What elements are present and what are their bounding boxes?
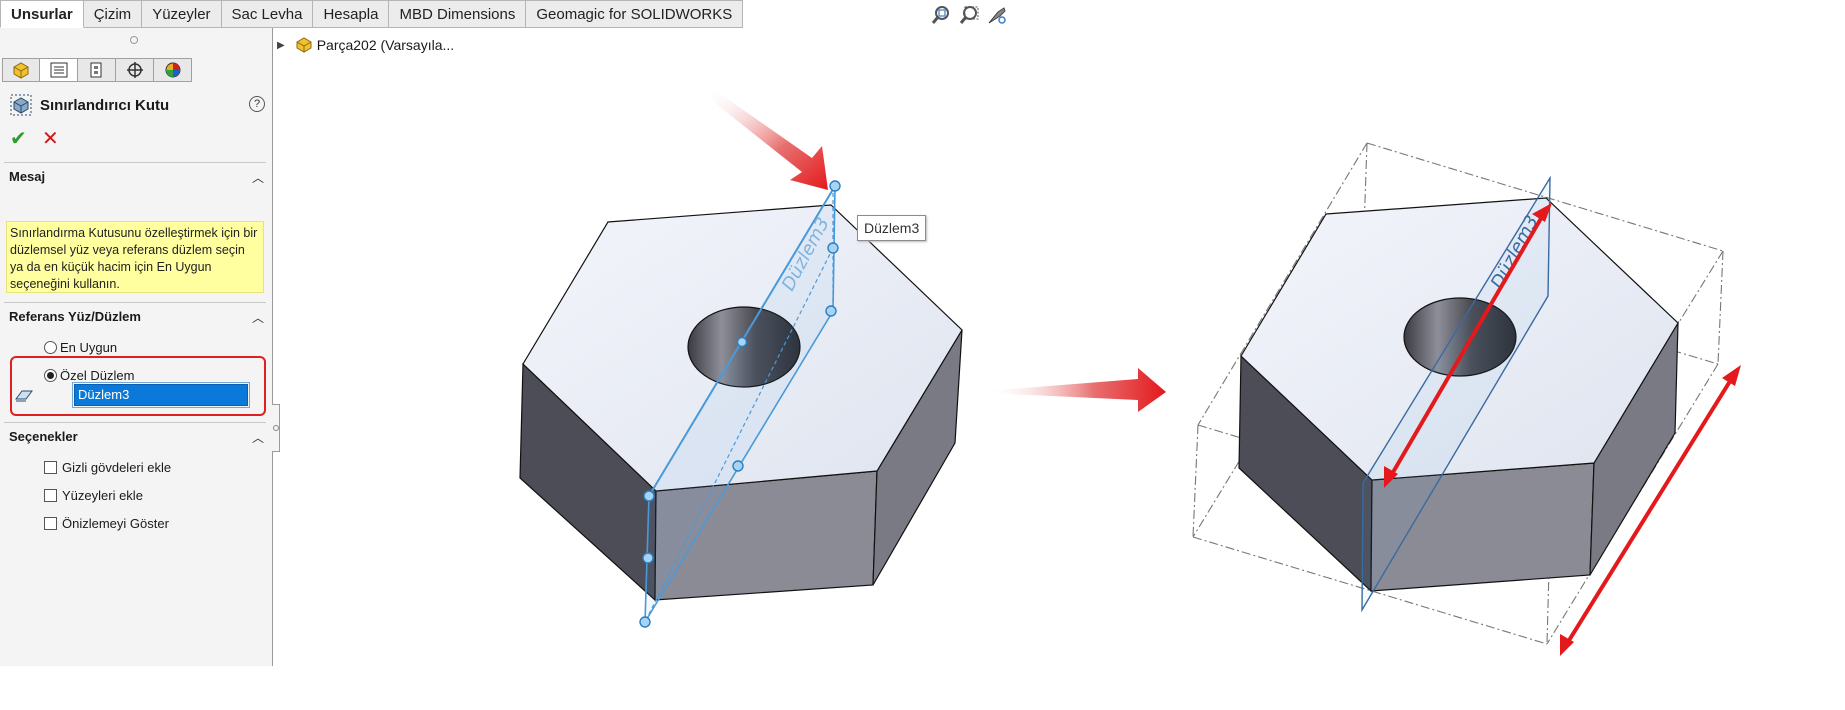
checkbox-preview[interactable] — [44, 517, 57, 530]
property-manager-tab[interactable] — [40, 58, 78, 82]
configuration-manager-icon — [90, 62, 101, 78]
feature-tree-root[interactable]: ▶ Parça202 (Varsayıla... — [277, 36, 454, 54]
radio-en-uygun[interactable] — [44, 341, 57, 354]
zoom-area-icon[interactable] — [958, 4, 980, 26]
part-icon — [296, 37, 312, 53]
checkbox-surfaces-row[interactable]: Yüzeyleri ekle — [44, 488, 143, 503]
options-section-title: Seçenekler — [9, 429, 78, 444]
tab-geomagic[interactable]: Geomagic for SOLIDWORKS — [526, 0, 744, 28]
red-pointer-arrow — [706, 88, 828, 190]
tab-mbd-dimensions[interactable]: MBD Dimensions — [389, 0, 527, 28]
message-section-title: Mesaj — [9, 169, 46, 184]
radio-en-uygun-label: En Uygun — [60, 340, 118, 355]
checkbox-surfaces[interactable] — [44, 489, 57, 502]
selected-plane-field[interactable]: Düzlem3 — [74, 384, 248, 406]
hex-nut-right[interactable] — [1238, 197, 1679, 593]
plane-tooltip: Düzlem3 — [857, 215, 927, 241]
dimxpert-manager-icon — [126, 62, 143, 78]
property-manager-icon — [50, 62, 67, 78]
feature-tree-item-label: Parça202 (Varsayıla... — [316, 37, 455, 53]
page-title: Sınırlandırıcı Kutu — [40, 97, 170, 114]
chevron-up-icon[interactable]: ︿ — [251, 311, 264, 325]
radio-ozel-duzlem-label: Özel Düzlem — [60, 368, 135, 383]
bounding-box-feature-icon — [10, 94, 32, 116]
zoom-to-fit-icon[interactable] — [930, 4, 952, 26]
reference-section-title: Referans Yüz/Düzlem — [9, 309, 141, 324]
cancel-button[interactable]: ✕ — [42, 128, 59, 150]
face-plane-selection-icon — [15, 390, 33, 402]
checkbox-hidden-bodies-label: Gizli gövdeleri ekle — [62, 460, 172, 475]
checkbox-surfaces-label: Yüzeyleri ekle — [62, 488, 143, 503]
display-manager-tab[interactable] — [154, 58, 192, 82]
highlight-frame — [10, 356, 266, 416]
display-manager-icon — [165, 62, 180, 78]
panel-grip[interactable] — [130, 36, 138, 44]
tab-yuzeyler[interactable]: Yüzeyler — [142, 0, 222, 28]
options-section-header[interactable]: Seçenekler ︿ — [4, 422, 266, 449]
hex-nut-left[interactable] — [519, 204, 963, 602]
red-dimension-arrow-1 — [1384, 203, 1552, 488]
radio-en-uygun-row[interactable]: En Uygun — [44, 340, 117, 355]
heads-up-toolbar — [930, 4, 1008, 26]
feature-manager-icon — [13, 62, 29, 79]
tab-cizim[interactable]: Çizim — [83, 0, 143, 28]
tab-hesapla[interactable]: Hesapla — [313, 0, 390, 28]
message-section-header[interactable]: Mesaj ︿ — [4, 162, 266, 189]
expand-arrow-icon[interactable]: ▶ — [277, 39, 285, 51]
radio-ozel-duzlem-row[interactable]: Özel Düzlem — [44, 368, 134, 383]
tab-unsurlar[interactable]: Unsurlar — [0, 0, 84, 28]
previous-view-icon[interactable] — [986, 4, 1008, 26]
reference-section-header[interactable]: Referans Yüz/Düzlem ︿ — [4, 302, 266, 329]
radio-ozel-duzlem[interactable] — [44, 369, 57, 382]
red-dimension-arrow-2 — [1560, 365, 1741, 656]
feature-manager-tab[interactable] — [2, 58, 40, 82]
panel-splitter-handle[interactable] — [272, 404, 280, 452]
dimxpert-manager-tab[interactable] — [116, 58, 154, 82]
ok-button[interactable]: ✔ — [10, 128, 27, 150]
help-icon[interactable]: ? — [249, 96, 265, 112]
command-manager-tabs: Unsurlar Çizim Yüzeyler Sac Levha Hesapl… — [0, 0, 744, 28]
plane-handles[interactable] — [639, 180, 841, 628]
configuration-manager-tab[interactable] — [78, 58, 116, 82]
checkbox-hidden-bodies-row[interactable]: Gizli gövdeleri ekle — [44, 460, 171, 475]
chevron-up-icon[interactable]: ︿ — [251, 171, 264, 185]
property-manager-panel: Sınırlandırıcı Kutu ? ✔ ✕ Mesaj ︿ Sınırl… — [0, 28, 273, 666]
tab-sac-levha[interactable]: Sac Levha — [221, 0, 314, 28]
checkbox-preview-row[interactable]: Önizlemeyi Göster — [44, 516, 169, 531]
property-manager-header: Sınırlandırıcı Kutu ? — [10, 94, 265, 120]
message-box: Sınırlandırma Kutusunu özelleştirmek içi… — [6, 221, 264, 293]
selection-box-outline — [72, 382, 250, 408]
manager-tabs — [2, 58, 192, 82]
chevron-up-icon[interactable]: ︿ — [251, 431, 264, 445]
checkbox-hidden-bodies[interactable] — [44, 461, 57, 474]
red-transition-arrow — [985, 368, 1166, 412]
checkbox-preview-label: Önizlemeyi Göster — [62, 516, 169, 531]
